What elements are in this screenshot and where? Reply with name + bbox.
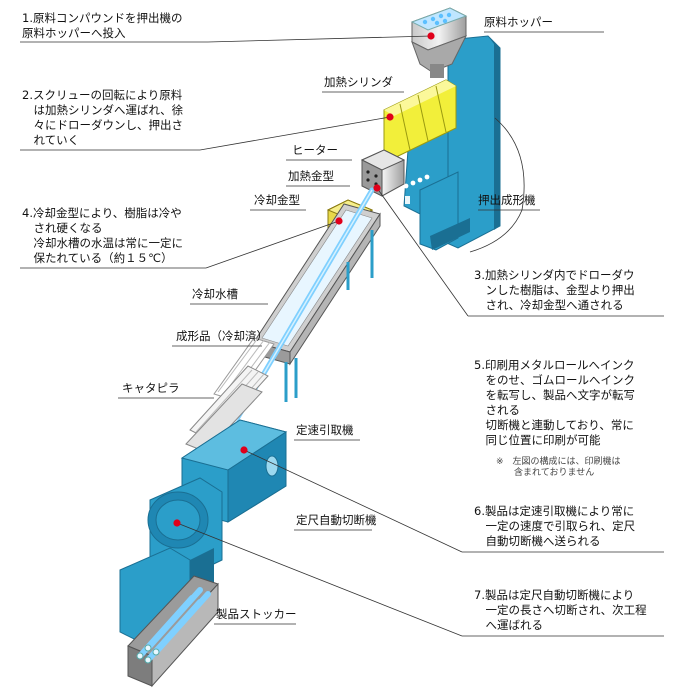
step-7: 7.製品は定尺自動切断機により 一定の長さへ切断され、次工程 へ運ばれる (474, 588, 647, 633)
step-4: 4.冷却金型により、樹脂は冷や され硬くなる 冷却水槽の水温は常に一定に 保たれ… (22, 206, 183, 266)
label-caterpillar: キャタピラ (122, 381, 180, 395)
label-heated-die: 加熱金型 (288, 169, 334, 183)
marker-step-7 (173, 519, 181, 527)
label-underlines (20, 31, 664, 637)
label-cooling-water-tank: 冷却水槽 (192, 287, 238, 301)
step-6-number: 6. (474, 504, 485, 518)
printer-note: ※ 左図の構成には、印刷機は 含まれておりません (496, 457, 621, 478)
label-cooling-die: 冷却金型 (254, 193, 300, 207)
heated-die (360, 149, 406, 197)
step-2-number: 2. (22, 88, 33, 102)
label-haul-off: 定速引取機 (296, 423, 354, 437)
label-cooled-product: 成形品（冷却済） (176, 329, 268, 343)
label-heating-cylinder: 加熱シリンダ (324, 75, 393, 89)
step-1-number: 1. (22, 11, 33, 25)
step-5-number: 5. (474, 358, 485, 372)
step-4-number: 4. (22, 206, 33, 220)
step-2: 2.スクリューの回転により原料 は加熱シリンダへ運ばれ、徐 々にドローダウンし、… (22, 88, 183, 148)
step-1: 1.原料コンパウンドを押出機の 原料ホッパーへ投入 (22, 11, 182, 41)
step-markers (173, 32, 435, 527)
step-5-text: 印刷用メタルロールへインク をのせ、ゴムロールへインク を転写し、製品へ文字が転… (484, 358, 635, 447)
marker-step-4 (335, 217, 343, 225)
step-4-text: 冷却金型により、樹脂は冷や され硬くなる 冷却水槽の水温は常に一定に 保たれてい… (32, 206, 183, 265)
step-7-number: 7. (474, 588, 485, 602)
hopper (410, 7, 468, 78)
step-7-text: 製品は定尺自動切断機により 一定の長さへ切断され、次工程 へ運ばれる (484, 588, 647, 632)
label-hopper: 原料ホッパー (484, 15, 553, 29)
marker-step-2 (386, 113, 394, 121)
step-6: 6.製品は定速引取機により常に 一定の速度で引取られ、定尺 自動切断機へ送られる (474, 504, 635, 549)
label-extruder: 押出成形機 (478, 193, 536, 207)
marker-step-3 (373, 184, 381, 192)
product-stocker (127, 575, 219, 688)
step-6-text: 製品は定速引取機により常に 一定の速度で引取られ、定尺 自動切断機へ送られる (484, 504, 636, 548)
step-5: 5.印刷用メタルロールへインク をのせ、ゴムロールへインク を転写し、製品へ文字… (474, 358, 635, 448)
step-2-text: スクリューの回転により原料 は加熱シリンダへ運ばれ、徐 々にドローダウンし、押出… (32, 88, 184, 147)
leader-lines (176, 35, 469, 637)
label-stocker: 製品ストッカー (216, 607, 297, 621)
step-3-text: 加熱シリンダ内でドローダウ ンした樹脂は、金型より押出 され、冷却金型へ通される (484, 268, 635, 312)
heating-cylinder (383, 79, 457, 159)
label-cutter: 定尺自動切断機 (296, 513, 377, 527)
stocker-pipes (136, 587, 211, 664)
step-3-number: 3. (474, 268, 485, 282)
caterpillar (185, 365, 269, 453)
cooling-water-tank (253, 203, 381, 402)
step-1-text: 原料コンパウンドを押出機の 原料ホッパーへ投入 (22, 11, 183, 40)
step-3: 3.加熱シリンダ内でドローダウ ンした樹脂は、金型より押出 され、冷却金型へ通さ… (474, 268, 635, 313)
marker-step-1 (427, 32, 435, 40)
marker-step-6 (240, 446, 248, 454)
label-heater: ヒーター (292, 143, 338, 157)
